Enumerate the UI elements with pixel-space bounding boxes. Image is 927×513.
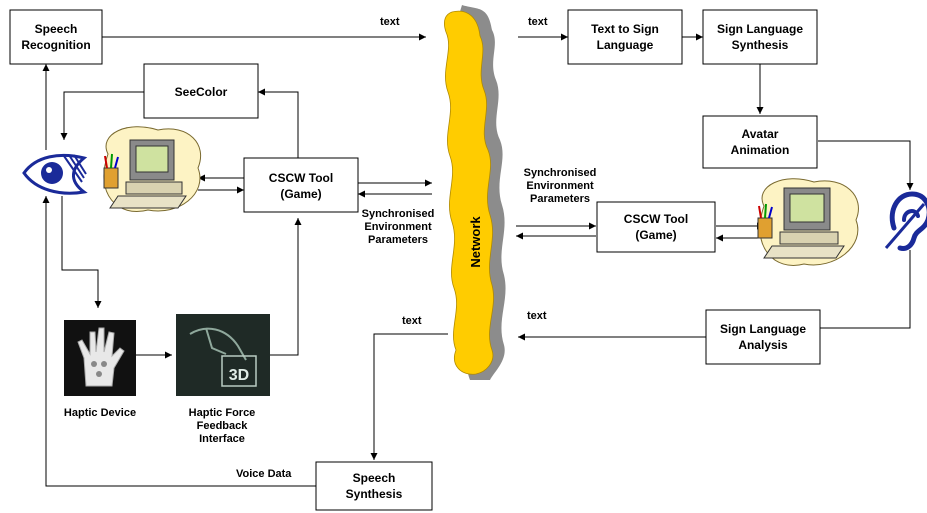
svg-text:Analysis: Analysis: [738, 338, 788, 352]
svg-text:Sign Language: Sign Language: [717, 22, 803, 36]
computer-icon: [757, 178, 859, 266]
svg-text:Synchronised: Synchronised: [524, 167, 597, 179]
svg-text:(Game): (Game): [635, 228, 676, 242]
label-sync-right: Synchronised Environment Parameters: [524, 167, 597, 205]
label-text-top-right: text: [528, 16, 548, 28]
svg-text:Synthesis: Synthesis: [346, 487, 403, 501]
label-voice-data: Voice Data: [236, 468, 292, 480]
label-text-bottom-left: text: [402, 315, 422, 327]
svg-text:CSCW Tool: CSCW Tool: [624, 212, 688, 226]
box-cscw-tool-left: CSCW Tool (Game): [243, 157, 359, 213]
svg-text:Haptic Force: Haptic Force: [189, 407, 256, 419]
svg-text:Interface: Interface: [199, 433, 245, 445]
svg-text:Speech: Speech: [353, 471, 396, 485]
box-sign-language-analysis: Sign Language Analysis: [705, 309, 821, 365]
hearing-icon: [884, 191, 927, 251]
label-text-bottom-right: text: [527, 310, 547, 322]
svg-text:Parameters: Parameters: [368, 234, 428, 246]
box-speech-synthesis: Speech Synthesis: [315, 461, 433, 511]
svg-text:Feedback: Feedback: [197, 420, 249, 432]
svg-text:Language: Language: [597, 38, 654, 52]
svg-text:(Game): (Game): [280, 187, 321, 201]
eye-icon: [22, 153, 88, 195]
svg-text:Environment: Environment: [364, 221, 432, 233]
svg-text:SeeColor: SeeColor: [175, 85, 228, 99]
haptic-3d-icon: 3D: [176, 314, 270, 396]
computer-icon: [103, 126, 202, 212]
edge-labels: text text text text Synchronised Environ…: [64, 16, 596, 480]
box-cscw-tool-right: CSCW Tool (Game): [596, 201, 716, 253]
box-speech-recognition: Speech Recognition: [9, 9, 103, 65]
label-haptic-device: Haptic Device: [64, 407, 136, 419]
box-sign-language-synthesis: Sign Language Synthesis: [702, 9, 818, 65]
svg-text:Recognition: Recognition: [21, 38, 90, 52]
svg-text:Environment: Environment: [526, 180, 594, 192]
svg-text:Speech: Speech: [35, 22, 78, 36]
svg-text:Parameters: Parameters: [530, 193, 590, 205]
svg-text:Text to Sign: Text to Sign: [591, 22, 659, 36]
network-label: Network: [468, 216, 483, 268]
label-text-top-left: text: [380, 16, 400, 28]
haptic-glove-icon: [64, 320, 136, 396]
svg-text:3D: 3D: [229, 367, 249, 384]
box-text-to-sign-language: Text to Sign Language: [567, 9, 683, 65]
svg-text:Synchronised: Synchronised: [362, 208, 435, 220]
network-cloud: Network: [444, 5, 506, 380]
label-haptic-force: Haptic Force Feedback Interface: [189, 407, 256, 445]
svg-text:Avatar: Avatar: [742, 127, 779, 141]
svg-text:Network: Network: [468, 216, 483, 268]
svg-text:Synthesis: Synthesis: [732, 38, 789, 52]
connector-lines: [42, 33, 914, 487]
box-seecolor: SeeColor: [143, 63, 259, 119]
svg-text:Sign Language: Sign Language: [720, 322, 806, 336]
box-avatar-animation: Avatar Animation: [702, 115, 818, 169]
svg-text:CSCW Tool: CSCW Tool: [269, 171, 333, 185]
label-sync-left: Synchronised Environment Parameters: [362, 208, 435, 246]
network-cloud-body: [444, 10, 494, 375]
svg-text:Animation: Animation: [731, 143, 790, 157]
